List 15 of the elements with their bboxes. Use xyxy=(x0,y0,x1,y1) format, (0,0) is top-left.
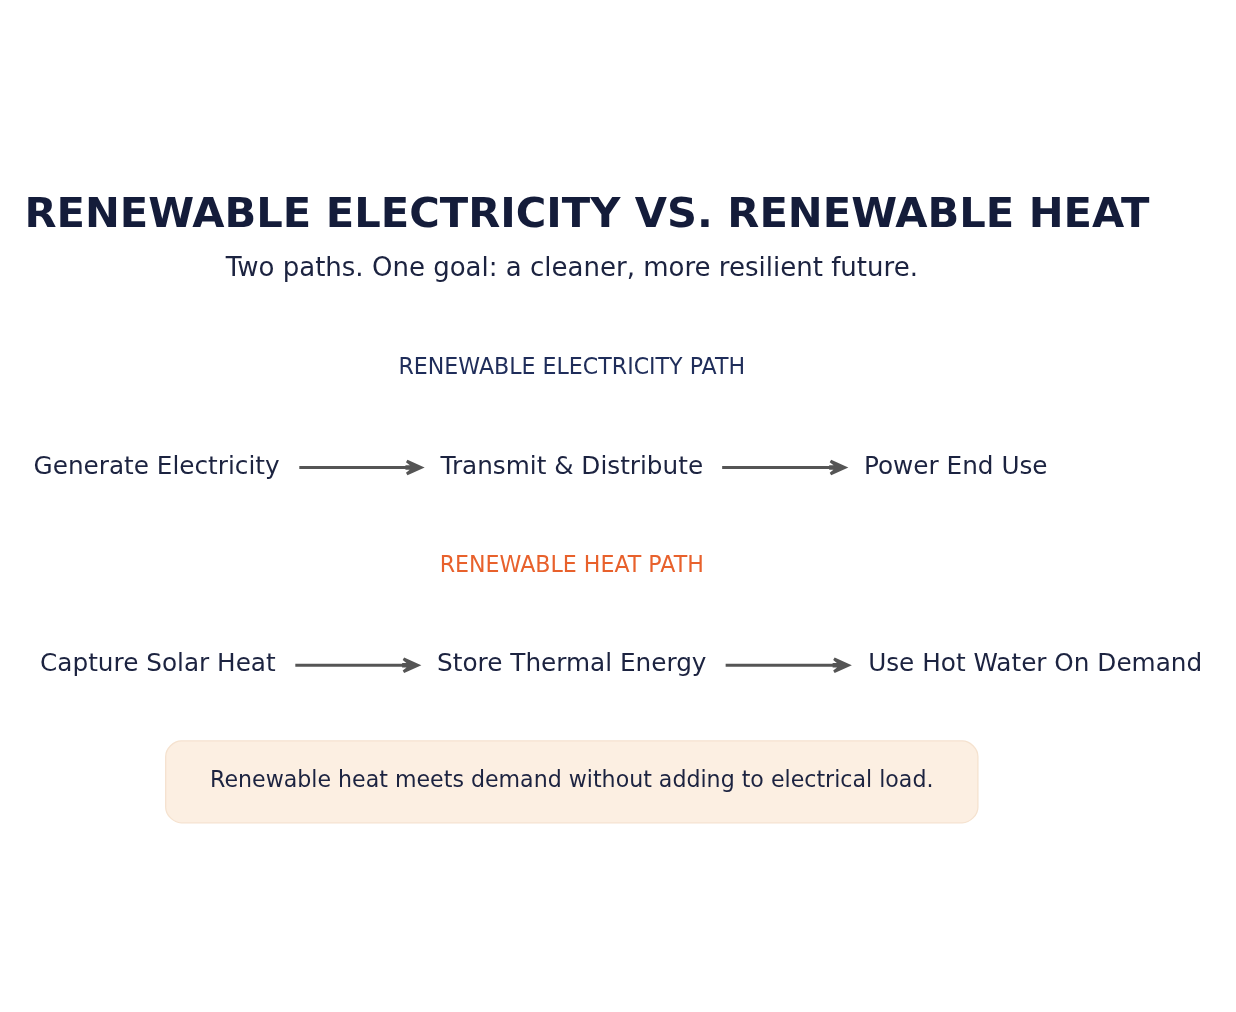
label: RENEWABLE ELECTRICITY PATH xyxy=(398,352,746,379)
label: RENEWABLE HEAT PATH xyxy=(439,550,704,577)
node-text: Power End Use xyxy=(863,450,1048,480)
node-text: Generate Electricity xyxy=(33,450,280,480)
arrow xyxy=(299,459,423,475)
label: Two paths. One goal: a cleaner, more resilient future. xyxy=(225,251,918,282)
node-text: Use Hot Water On Demand xyxy=(868,647,1203,677)
node-box: Renewable heat meets demand without adding to electrical load. xyxy=(165,739,979,823)
node-text: Transmit & Distribute xyxy=(440,450,704,480)
arrow xyxy=(295,656,420,673)
arrow xyxy=(725,656,850,673)
node-text: Store Thermal Energy xyxy=(437,647,707,677)
diagram-title: RENEWABLE ELECTRICITY VS. RENEWABLE HEAT xyxy=(24,187,1150,237)
arrow xyxy=(722,459,847,475)
node-text: Capture Solar Heat xyxy=(40,647,276,677)
